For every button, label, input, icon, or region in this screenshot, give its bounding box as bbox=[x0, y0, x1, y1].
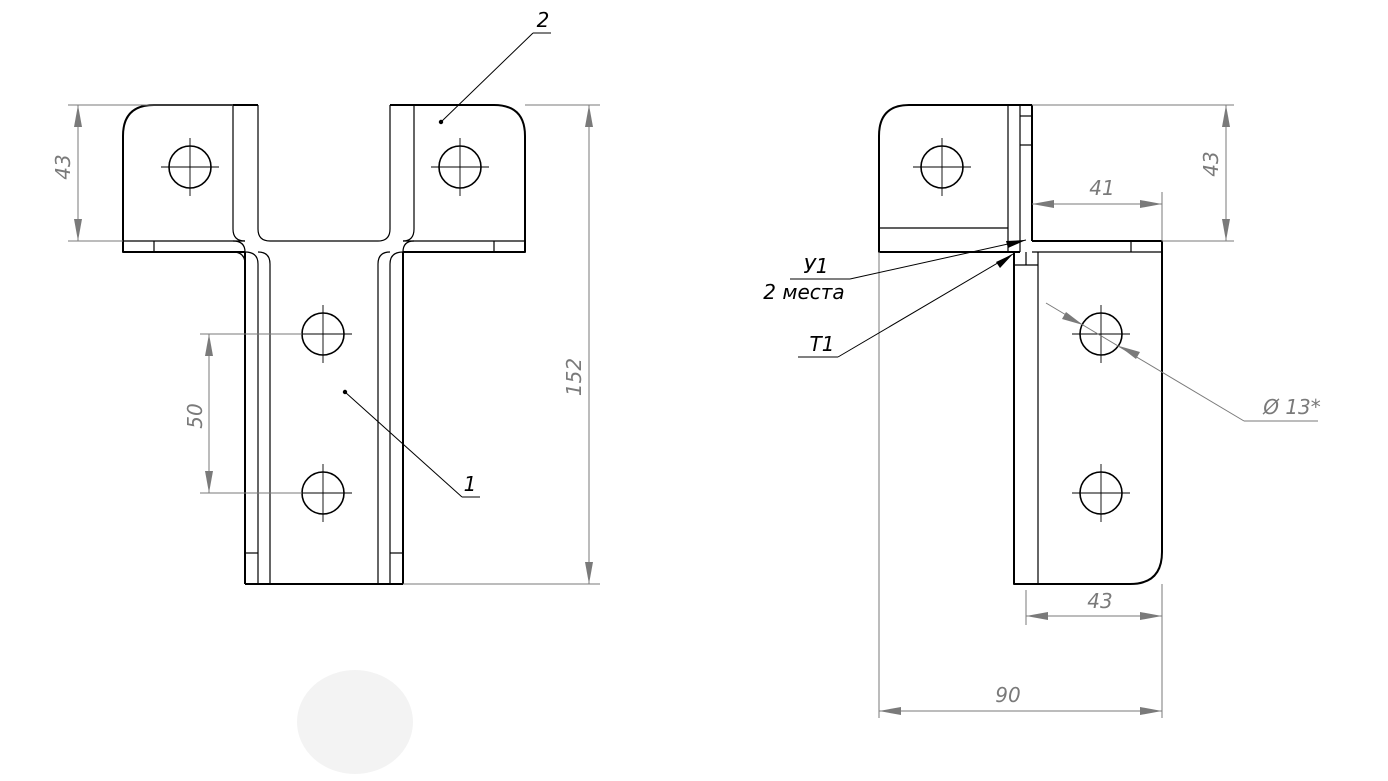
dim-side-bottom-width: 43 bbox=[1025, 584, 1163, 718]
hole-left-flange bbox=[160, 137, 220, 197]
side-lower-plate-outline bbox=[1013, 252, 1163, 585]
front-view: 43 50 152 1 bbox=[51, 8, 600, 585]
dim-label-41: 41 bbox=[1089, 176, 1114, 200]
dim-front-flange-height: 43 bbox=[51, 104, 233, 242]
hole-web-upper bbox=[293, 304, 353, 364]
callout-part-2: 2 bbox=[438, 8, 551, 125]
side-hole-flange bbox=[912, 137, 972, 197]
hole-web-lower bbox=[293, 463, 353, 523]
dim-label-43-side-vertical: 43 bbox=[1199, 151, 1223, 176]
side-upper-flange-outline bbox=[878, 104, 1032, 253]
weld-corner-note: 2 места bbox=[763, 280, 844, 304]
dim-side-flange-height: 43 bbox=[1032, 104, 1234, 242]
hole-right-flange bbox=[430, 137, 490, 197]
callout-label-2: 2 bbox=[537, 8, 550, 32]
right-flange-outline bbox=[390, 104, 526, 253]
dim-hole-spacing: 50 bbox=[183, 333, 302, 494]
weld-corner-code: У1 bbox=[804, 254, 829, 278]
smudge bbox=[297, 670, 413, 774]
dim-label-152: 152 bbox=[562, 358, 586, 396]
callout-part-1: 1 bbox=[342, 389, 480, 498]
weld-label-corner: У1 2 места bbox=[763, 239, 1027, 304]
dim-side-overall-width: 90 bbox=[878, 252, 1162, 718]
weld-label-tee: Т1 bbox=[798, 253, 1014, 358]
dim-label-43-front: 43 bbox=[51, 154, 75, 179]
dim-label-50: 50 bbox=[183, 403, 207, 428]
dim-label-diameter: Ø 13* bbox=[1262, 395, 1321, 419]
weld-tee-code: Т1 bbox=[810, 332, 835, 356]
side-hole-upper bbox=[1071, 304, 1131, 364]
side-view: 43 41 43 90 bbox=[763, 104, 1321, 718]
dim-overall-height: 152 bbox=[403, 104, 600, 585]
left-flange-outline bbox=[122, 104, 258, 253]
callout-label-1: 1 bbox=[464, 472, 477, 496]
dim-label-90: 90 bbox=[995, 683, 1020, 707]
dim-hole-diameter: Ø 13* bbox=[1045, 302, 1321, 422]
dim-side-flange-width: 41 bbox=[1032, 176, 1163, 241]
side-hole-lower bbox=[1071, 463, 1131, 523]
dim-label-43-side-bottom: 43 bbox=[1087, 589, 1112, 613]
